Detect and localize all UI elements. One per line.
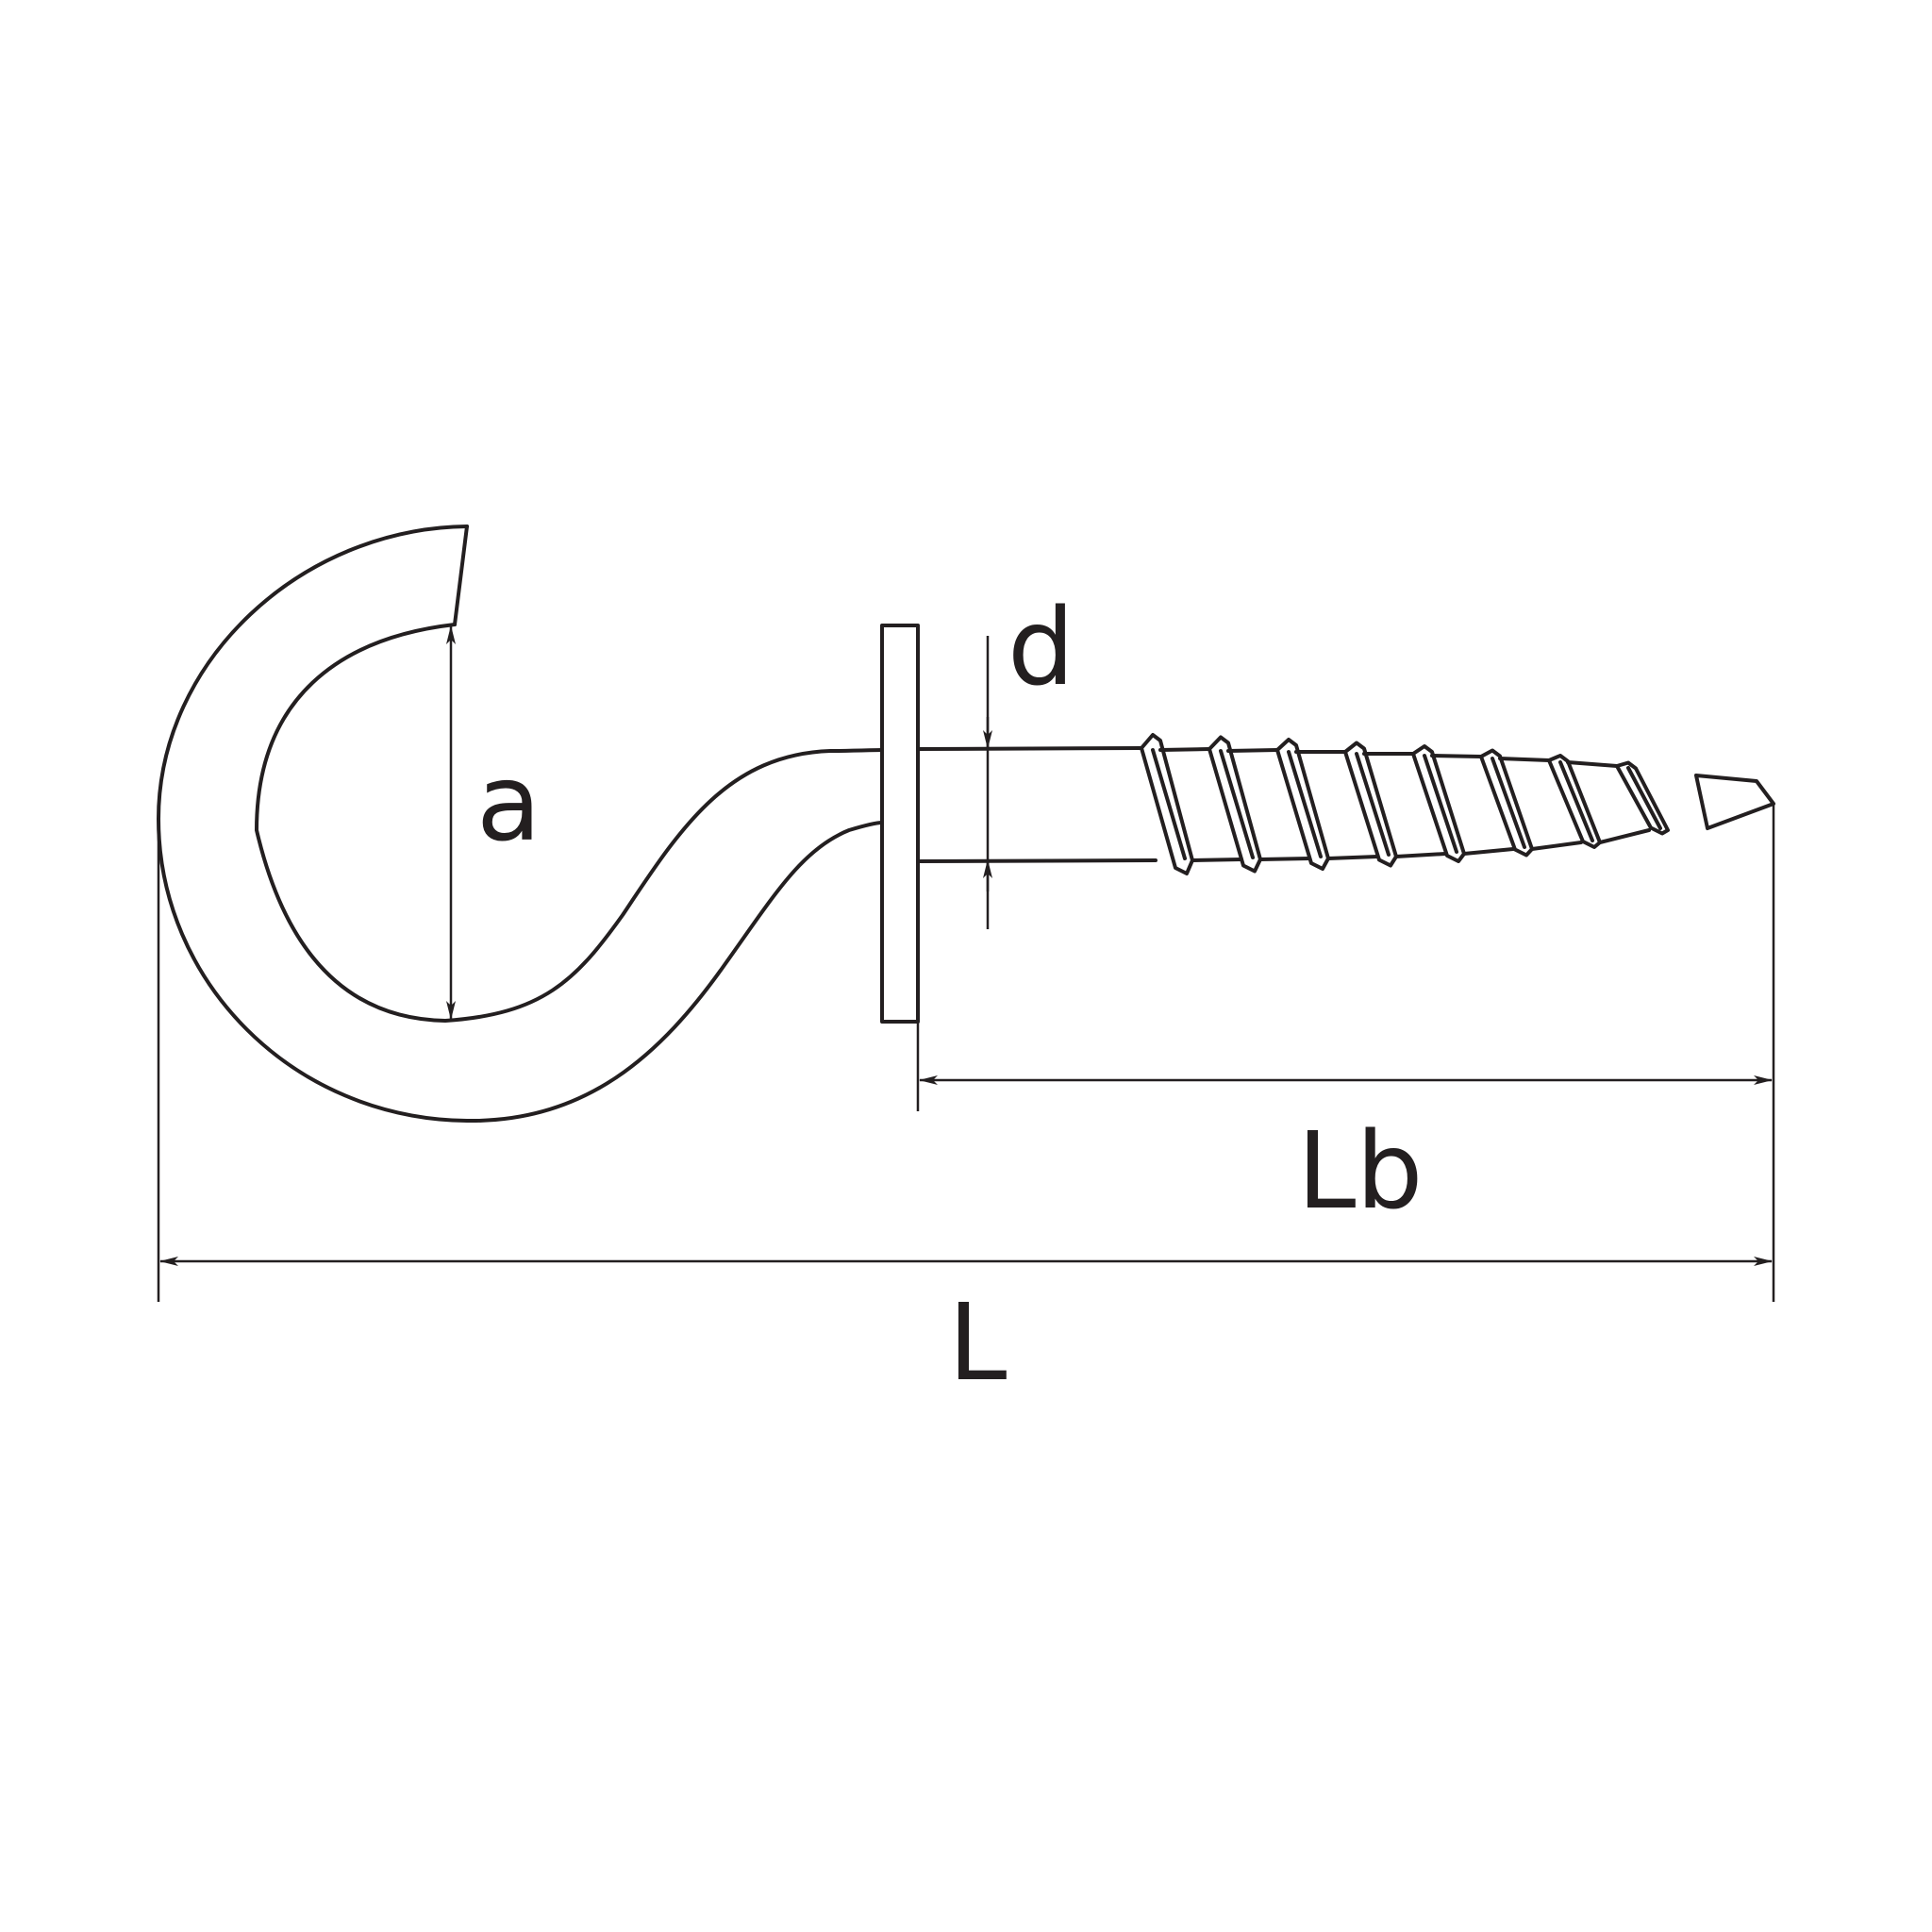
thread-root-bottom <box>1462 847 1515 856</box>
hook-body <box>157 525 884 1124</box>
thread-root-top <box>1430 754 1483 758</box>
thread-flank-line <box>1287 750 1323 858</box>
thread-root-bottom <box>1394 852 1447 858</box>
thread-root-bottom <box>1598 828 1651 844</box>
thread-flank <box>1615 760 1670 836</box>
hook-inner-contour <box>255 623 884 1023</box>
hook-tip-cut <box>453 525 469 626</box>
label-a: a <box>476 742 541 865</box>
thread-root-bottom <box>1191 858 1243 862</box>
shank-top-edge <box>916 746 1143 751</box>
thread-root-top <box>1498 757 1551 762</box>
hook-outer-contour <box>157 525 884 1124</box>
thread-flank-line <box>1491 757 1526 849</box>
dimension-a: a <box>446 625 541 1020</box>
dimension-d: d <box>983 587 1074 929</box>
screw-threads <box>1140 733 1670 875</box>
thread-flank-line <box>1219 749 1255 859</box>
screw-point <box>1694 774 1775 830</box>
shank-bottom-edge <box>916 858 1158 863</box>
label-lb: Lb <box>1297 1110 1424 1233</box>
thread-flank-line <box>1151 748 1187 860</box>
thread-root-top <box>1566 760 1619 768</box>
label-d: d <box>1008 587 1074 709</box>
screw-shank <box>916 746 1158 863</box>
collar-plate <box>880 624 920 1024</box>
thread-root-top <box>1226 748 1279 753</box>
dimension-l: L <box>157 819 1773 1405</box>
thread-flank-line <box>1558 760 1594 842</box>
thread-root-top <box>1158 747 1211 752</box>
dimension-lb: Lb <box>916 804 1775 1302</box>
label-l: L <box>948 1282 1007 1405</box>
thread-flank-line <box>1423 754 1458 854</box>
thread-root-bottom <box>1258 857 1311 861</box>
thread-flank-line <box>1355 752 1391 857</box>
thread-root-bottom <box>1530 841 1583 851</box>
thread-flank-line <box>1626 766 1662 830</box>
thread-root-bottom <box>1326 855 1379 860</box>
